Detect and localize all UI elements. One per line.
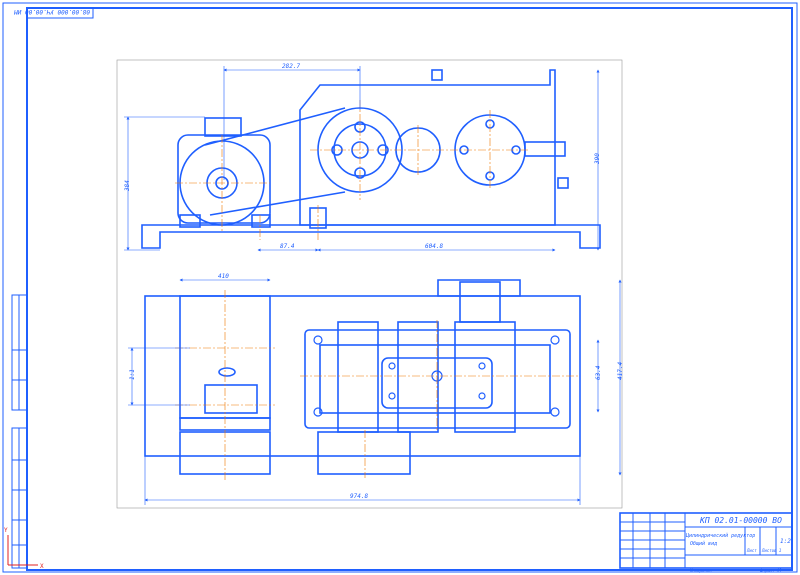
dim-bolt-spacing-a: 87.4 [280,243,295,250]
corner-stamp-text: 08.00.000 УЧ.00.00 ИМ [14,8,90,15]
drawing-field [116,59,623,509]
left-margin-stamps [11,294,28,569]
title-copied: Копировал [689,568,712,573]
axis-indicator: Y X [4,527,44,570]
title-sheet-label: Лист [746,548,757,553]
top-view-axes [175,290,580,480]
title-format: Формат A1 [760,568,782,573]
dim-overall-length: 974.8 [350,493,368,500]
corner-stamp: 08.00.000 УЧ.00.00 ИМ [14,7,94,19]
title-designation: КП 02.01-00000 ВО [699,516,782,525]
top-view-dimensions [128,278,622,505]
top-view-bolts [313,335,560,417]
front-view-axes [175,100,530,240]
dim-reducer-bolt-pitch: 63.4 [595,365,602,380]
front-view [141,69,601,249]
title-name-line1: Цилиндрический редуктор [685,533,755,539]
dim-bolt-spacing-b: 604.8 [425,243,443,250]
dim-overall-height: 384 [124,180,131,192]
title-sheets-label: Листов 1 [761,548,781,553]
title-block [619,512,793,569]
dim-right-height: 390 [594,153,601,165]
svg-text:X: X [40,563,44,570]
dim-frame-depth: 417.4 [617,362,624,380]
title-scale: 1:2 [780,538,791,545]
svg-text:Y: Y [4,527,8,534]
front-view-dimensions [124,66,600,252]
top-view [144,279,581,475]
title-name-line2: Общий вид [690,540,717,547]
dim-motor-width: 410 [218,273,229,280]
dim-motor-shaft-offset: 282.7 [282,63,300,70]
dim-motor-depth: 1:1 [129,369,136,380]
